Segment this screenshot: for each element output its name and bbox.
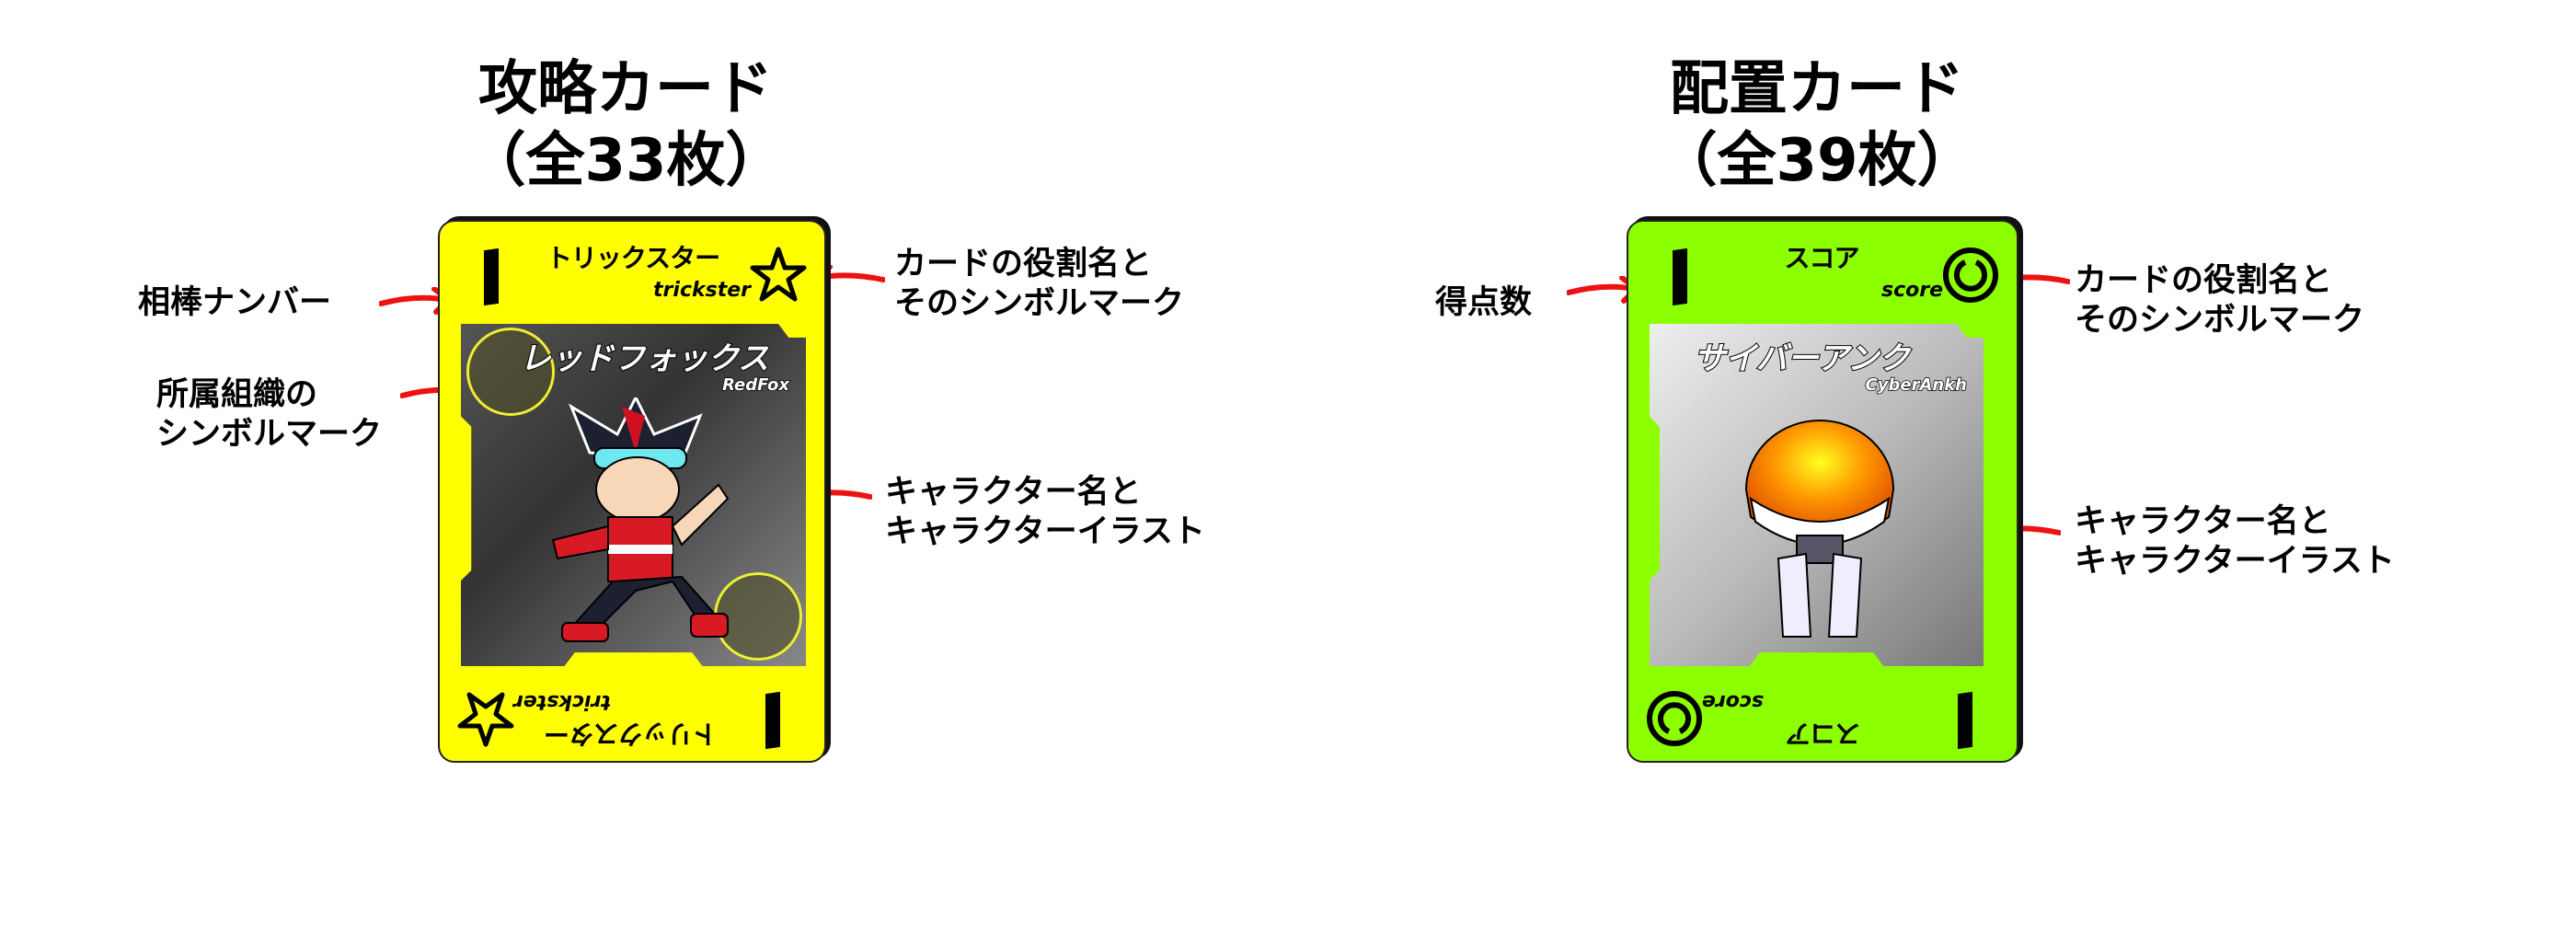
label-line: キャラクター名と — [885, 474, 1142, 511]
card-role: スコア — [1786, 719, 1861, 749]
label-org-symbol: 所属組織の シンボルマーク — [156, 375, 382, 455]
label-role: カードの役割名と そのシンボルマーク — [2075, 261, 2364, 340]
star-icon — [456, 689, 515, 748]
card-number-bar — [484, 248, 499, 306]
card-role: スコア — [1784, 243, 1859, 273]
label-score: 得点数 — [1435, 284, 1533, 321]
card-role: トリックスター — [544, 719, 719, 749]
label-role: カードの役割名と そのシンボルマーク — [894, 245, 1184, 324]
card-number-bar — [765, 691, 780, 750]
label-line: キャラクターイラスト — [2075, 543, 2395, 580]
title-line2: （全33枚） — [466, 127, 785, 195]
label-line: そのシンボルマーク — [2075, 302, 2365, 339]
label-line: カードの役割名と — [894, 246, 1153, 282]
strategy-card: トリックスター trickster レッドフォックス RedFox トリックスタ… — [438, 220, 826, 763]
character-name-en: CyberAnkh — [1865, 374, 1968, 396]
character-name: レッドフォックス — [519, 340, 770, 378]
org-emblem-icon — [466, 328, 555, 416]
character-name: サイバーアンク — [1693, 340, 1911, 378]
label-character: キャラクター名と キャラクターイラスト — [2075, 502, 2395, 581]
card-role-en: trickster — [653, 279, 751, 302]
label-line: キャラクターイラスト — [885, 513, 1205, 550]
character-illustration — [1744, 420, 1895, 638]
character-art: サイバーアンク CyberAnkh — [1650, 324, 1984, 666]
card-role-en: score — [1880, 279, 1943, 302]
character-name-en: RedFox — [721, 374, 789, 396]
title-line1: 攻略カード — [478, 55, 773, 123]
title-line1: 配置カード — [1670, 55, 1964, 123]
card-role-en: score — [1702, 690, 1765, 713]
label-character: キャラクター名と キャラクターイラスト — [885, 473, 1205, 552]
ring-icon — [1941, 246, 2000, 305]
character-art: レッドフォックス RedFox — [461, 324, 806, 666]
label-line: キャラクター名と — [2075, 503, 2331, 540]
section-title-placement: 配置カード （全39枚） — [1541, 53, 2093, 197]
label-line: そのシンボルマーク — [894, 285, 1185, 322]
card-role-en: trickster — [513, 690, 611, 713]
star-icon — [749, 246, 808, 305]
label-line: カードの役割名と — [2075, 262, 2333, 299]
label-line: 所属組織の — [156, 376, 318, 413]
placement-card: スコア score サイバーアンク CyberAnkh スコア score — [1627, 220, 2018, 763]
title-line2: （全39枚） — [1658, 127, 1976, 195]
card-bottom-mirrored: トリックスター trickster — [440, 660, 824, 761]
character-illustration — [551, 397, 730, 642]
ring-icon — [1645, 689, 1704, 748]
card-number-bar — [1958, 691, 1972, 750]
label-line: シンボルマーク — [156, 416, 383, 453]
label-partner-number: 相棒ナンバー — [138, 284, 332, 321]
card-bottom-mirrored: スコア score — [1628, 660, 2017, 761]
card-role: トリックスター — [546, 243, 720, 273]
section-title-strategy: 攻略カード （全33枚） — [350, 53, 902, 197]
card-number-bar — [1673, 248, 1687, 306]
